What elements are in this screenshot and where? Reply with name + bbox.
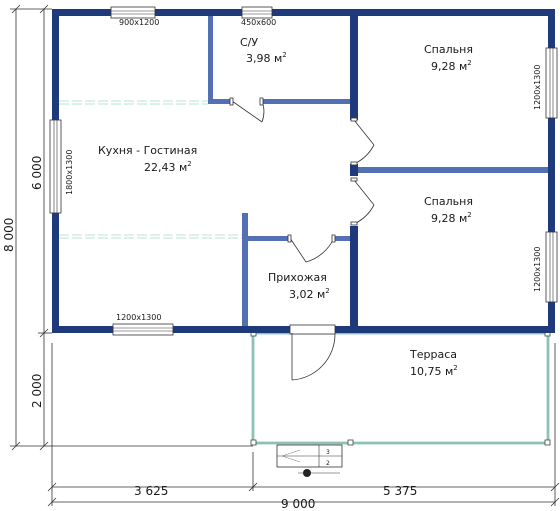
dim-bottom-right: 5 375 — [383, 484, 417, 498]
window-label-right-bottom: 1200x1300 — [533, 247, 542, 292]
dimension-lines-left — [10, 4, 253, 451]
room-area-terrace: 10,75 м2 — [410, 364, 458, 378]
window-bottom-left — [112, 323, 174, 336]
stair-step-2: 2 — [326, 460, 330, 467]
room-area-su: 3,98 м2 — [246, 51, 287, 65]
window-top-left — [110, 6, 156, 19]
room-area-kitchen: 22,43 м2 — [144, 160, 192, 174]
room-name-su: С/У — [240, 36, 258, 49]
window-right-bottom — [545, 231, 558, 303]
room-name-terrace: Терраса — [409, 348, 457, 361]
dim-bottom-left: 3 625 — [134, 484, 168, 498]
door-bedroom2 — [350, 177, 375, 226]
dim-bottom-total: 9 000 — [281, 497, 315, 511]
terrace-stairs: 3 2 — [276, 444, 343, 477]
room-name-bedroom1: Спальня — [424, 43, 473, 56]
room-area-bedroom1: 9,28 м2 — [431, 59, 472, 73]
window-top-su — [241, 6, 273, 19]
terrace-outline — [250, 330, 551, 446]
door-hall — [287, 234, 336, 263]
door-entrance — [289, 324, 336, 381]
dimension-lines-bottom — [47, 343, 560, 507]
room-area-hall: 3,02 м2 — [289, 287, 330, 301]
window-label-bottom-left: 1200x1300 — [116, 313, 161, 322]
room-area-bedroom2: 9,28 м2 — [431, 211, 472, 225]
door-bedroom1 — [350, 117, 375, 166]
beam-lines — [59, 100, 242, 239]
window-right-top — [545, 47, 558, 119]
room-name-bedroom2: Спальня — [424, 195, 473, 208]
window-label-top-su: 450x600 — [241, 18, 276, 27]
window-label-top-left: 900x1200 — [119, 18, 159, 27]
dim-left-house: 6 000 — [30, 156, 44, 190]
dim-left-total: 8 000 — [2, 218, 16, 252]
window-label-right-top: 1200x1300 — [533, 65, 542, 110]
room-name-kitchen: Кухня - Гостиная — [98, 144, 197, 157]
door-su — [229, 97, 265, 123]
room-name-hall: Прихожая — [268, 271, 327, 284]
dim-left-terrace: 2 000 — [30, 374, 44, 408]
stair-step-3: 3 — [326, 449, 330, 456]
window-left — [49, 119, 62, 214]
window-label-left: 1800x1300 — [65, 150, 74, 195]
interior-walls — [208, 16, 548, 326]
